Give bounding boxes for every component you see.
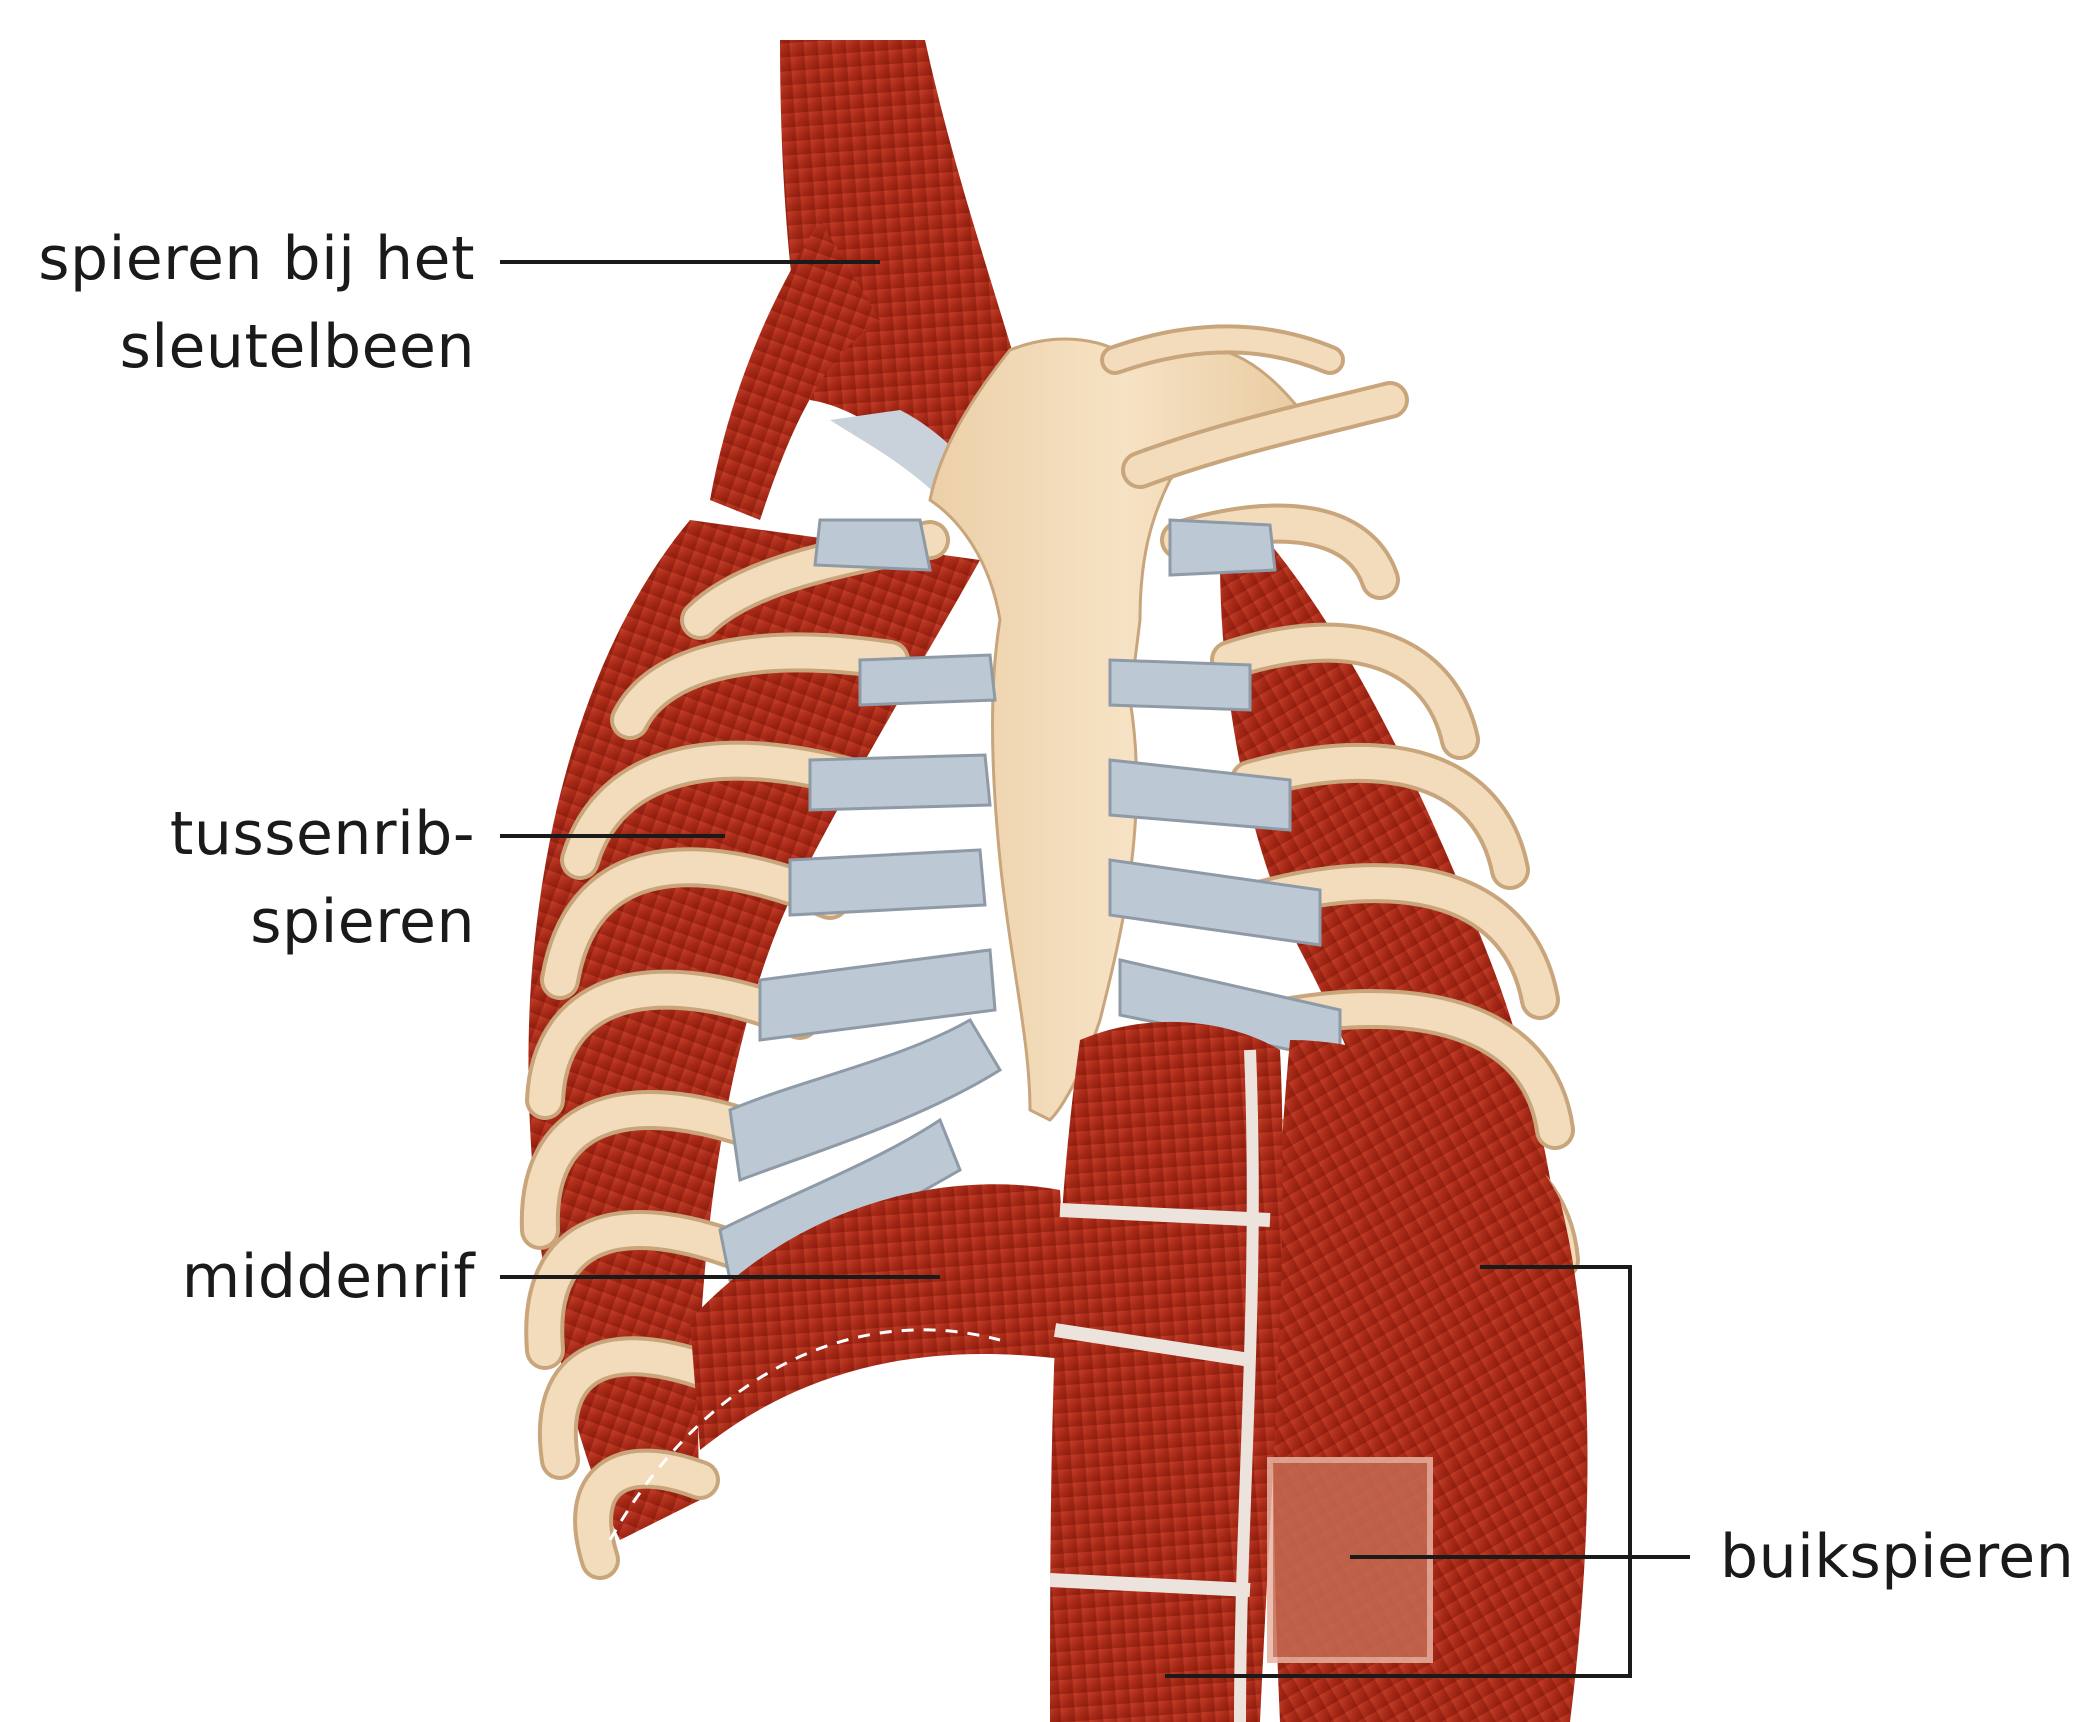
label-intercostal-muscles: tussenrib- spieren bbox=[20, 790, 475, 966]
label-clavicle-line1: spieren bij het bbox=[20, 215, 475, 303]
label-intercostal-line2: spieren bbox=[20, 878, 475, 966]
label-clavicle-muscles: spieren bij het sleutelbeen bbox=[20, 215, 475, 391]
label-clavicle-line2: sleutelbeen bbox=[20, 303, 475, 391]
label-diaphragm-line1: middenrif bbox=[20, 1233, 475, 1321]
label-abdominal-muscles: buikspieren bbox=[1720, 1513, 2060, 1601]
label-diaphragm: middenrif bbox=[20, 1233, 475, 1321]
label-abdominal-line1: buikspieren bbox=[1720, 1513, 2060, 1601]
label-intercostal-line1: tussenrib- bbox=[20, 790, 475, 878]
